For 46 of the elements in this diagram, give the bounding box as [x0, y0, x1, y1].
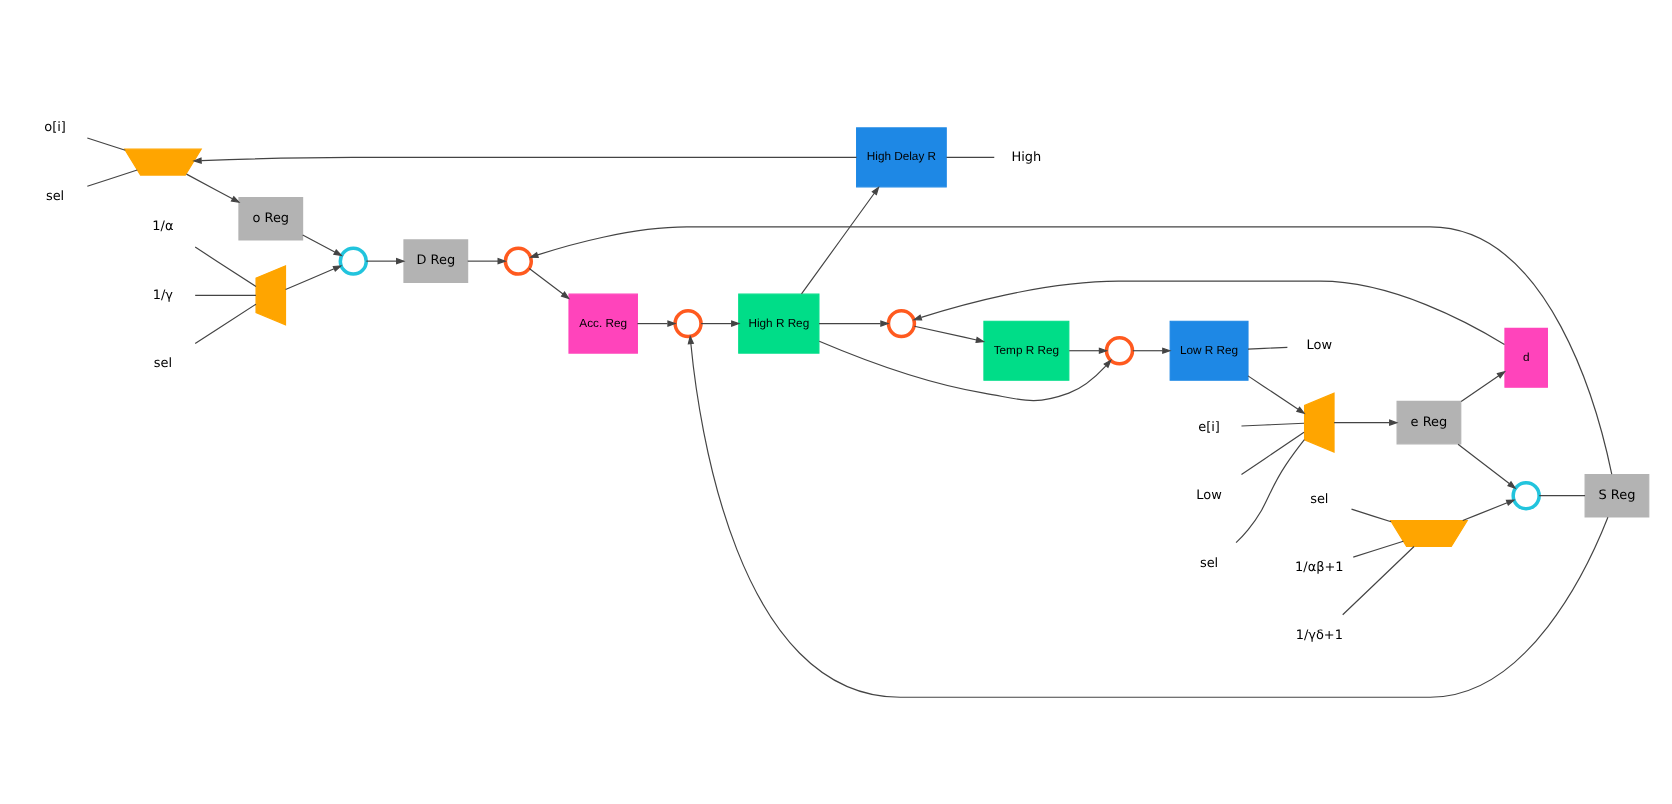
arrow [192, 156, 858, 164]
arrow [1457, 443, 1517, 490]
arrow [302, 234, 343, 257]
connector [1350, 508, 1392, 523]
arrow [529, 226, 1613, 475]
node-circle [1511, 481, 1541, 511]
arrow [185, 173, 241, 204]
connector [1352, 540, 1404, 558]
node-circle [1104, 336, 1135, 366]
arrow [1132, 347, 1172, 355]
connector [86, 137, 126, 151]
connector [1342, 545, 1415, 616]
connector [194, 303, 257, 345]
arrow [818, 320, 890, 327]
node-trapezoid [1389, 519, 1469, 547]
arrow [365, 257, 406, 265]
connector [1538, 495, 1586, 497]
arrow [1068, 347, 1109, 355]
connector [194, 294, 257, 296]
arrow [818, 340, 1112, 402]
arrow [1247, 375, 1306, 415]
connector [1235, 439, 1305, 544]
connector [86, 169, 138, 187]
arrow [528, 267, 571, 300]
node-circle [338, 246, 369, 276]
connector [1240, 431, 1305, 476]
arrow [1460, 370, 1507, 402]
node-circle [503, 246, 534, 276]
arrow [1333, 419, 1399, 426]
arrow [913, 325, 986, 344]
connector [1247, 346, 1288, 350]
arrow [636, 320, 677, 327]
arrow [687, 334, 1609, 698]
arrow [912, 280, 1506, 346]
connector [945, 156, 995, 158]
connector [1240, 422, 1305, 427]
connector [194, 246, 257, 288]
arrow [1462, 499, 1516, 522]
arrow [467, 257, 507, 265]
node-trapezoid [255, 264, 287, 326]
node-circle [673, 308, 703, 339]
arrow [284, 265, 343, 291]
node-trapezoid [1304, 392, 1335, 453]
arrow [800, 186, 880, 295]
node-circle [886, 308, 917, 339]
arrow [700, 320, 741, 327]
